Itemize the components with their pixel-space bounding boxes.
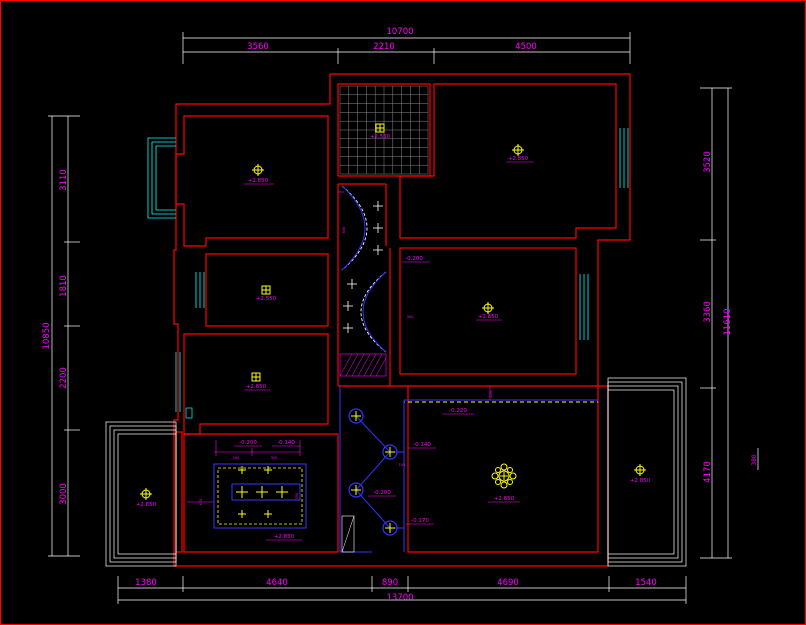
elev-dining-soffit-a: -0.200 — [239, 440, 257, 446]
dim-right-seg-2: 3360 — [703, 301, 713, 323]
walls — [173, 73, 631, 567]
dim-bottom-seg-5: 1540 — [635, 578, 657, 588]
corridor-width-label: 800 — [342, 227, 346, 234]
dim-right-extra: 380 — [751, 454, 758, 466]
dining-ceiling: 200 300 500 870 — [186, 440, 307, 529]
elev-corridor-upper: -0.200 — [405, 256, 423, 262]
elev-bedroom-nw: +2.850 — [248, 178, 269, 184]
living-ceiling: 120 — [339, 386, 598, 553]
middle-room-walls — [399, 247, 577, 375]
corridor-width-label-2: 300 — [407, 315, 414, 319]
elev-dining: +2.850 — [274, 534, 295, 540]
downlight-icon — [236, 466, 288, 518]
master-bedroom-walls — [399, 83, 617, 239]
dim-bottom-seg-4: 4690 — [497, 578, 519, 588]
corridor-arches: 800 300 — [338, 185, 414, 353]
top-dimensions: 10700 3560 2210 4500 — [182, 27, 631, 64]
light-fixtures — [140, 123, 646, 536]
ceiling-light-icon — [512, 144, 524, 156]
ceiling-light-icon — [482, 302, 494, 314]
elev-corridor-c: -0.170 — [411, 518, 429, 524]
elev-bath-top: +2.550 — [370, 134, 391, 140]
elev-corridor-b: -0.200 — [373, 490, 391, 496]
ceiling-light-icon — [140, 488, 152, 500]
dim-left-seg-3: 2200 — [59, 367, 69, 389]
right-dimensions: 3520 3360 4170 11610 380 — [700, 87, 759, 559]
bath-top-walls — [337, 83, 431, 177]
elev-dining-soffit-b: -0.140 — [277, 440, 295, 446]
ceiling-light-icon — [252, 164, 264, 176]
left-dimensions: 10850 3110 1810 2200 3000 — [42, 115, 80, 557]
dim-bottom-overall: 13700 — [386, 593, 413, 603]
spot-light-icon — [382, 444, 398, 460]
dim-bottom-seg-3: 890 — [382, 578, 398, 588]
elev-living-soffit: -0.220 — [449, 408, 467, 414]
corridor-gap-dim: 150 — [399, 463, 406, 467]
dim-top-seg-3: 4500 — [515, 42, 537, 52]
living-top-dim: 120 — [489, 391, 493, 398]
ceiling-light-icon — [634, 464, 646, 476]
dim-right-seg-3: 4170 — [703, 461, 713, 483]
dim-bottom-seg-2: 4640 — [266, 578, 288, 588]
dining-dim-a: 200 — [233, 456, 240, 460]
square-light-icon — [375, 123, 385, 133]
spot-light-icon — [348, 408, 364, 424]
spot-light-icon — [348, 482, 364, 498]
dim-bottom-seg-1: 1380 — [135, 578, 157, 588]
elev-master-bedroom: +2.850 — [508, 156, 529, 162]
dining-dim-b: 300 — [271, 456, 278, 460]
elev-corridor-a: -0.140 — [413, 442, 431, 448]
downlight-icon — [343, 201, 383, 333]
dim-left-seg-1: 3110 — [59, 169, 69, 191]
chandelier-icon — [491, 463, 517, 489]
elev-living-room: +2.850 — [494, 496, 515, 502]
dim-top-seg-1: 3560 — [247, 42, 269, 52]
dim-top-seg-2: 2210 — [373, 42, 395, 52]
bedroom-nw-walls — [175, 115, 329, 247]
stair-hatch — [339, 353, 387, 377]
dim-right-overall: 11610 — [723, 308, 733, 335]
bottom-dimensions: 1380 4640 890 4690 1540 13700 — [117, 576, 687, 604]
dim-top-overall: 10700 — [386, 27, 413, 37]
windows — [105, 128, 687, 567]
elev-balcony-right: +2.850 — [630, 478, 651, 484]
elev-bedroom-sw: +2.850 — [246, 384, 267, 390]
elevation-labels: +2.850 +2.550 +2.850 +2.550 +2.850 +2.85… — [136, 134, 651, 541]
dining-dim-c: 500 — [295, 493, 299, 500]
square-light-icon — [261, 285, 271, 295]
dim-left-overall: 10850 — [42, 322, 52, 349]
dim-right-seg-1: 3520 — [703, 151, 713, 173]
small-room-walls — [205, 253, 329, 327]
square-light-icon — [251, 372, 261, 382]
elev-middle-room: +2.850 — [478, 314, 499, 320]
dim-left-seg-2: 1810 — [59, 275, 69, 297]
elev-balcony-left: +2.850 — [136, 502, 157, 508]
dim-left-seg-4: 3000 — [59, 483, 69, 505]
elev-small-room: +2.550 — [256, 296, 277, 302]
spot-light-icon — [382, 520, 398, 536]
